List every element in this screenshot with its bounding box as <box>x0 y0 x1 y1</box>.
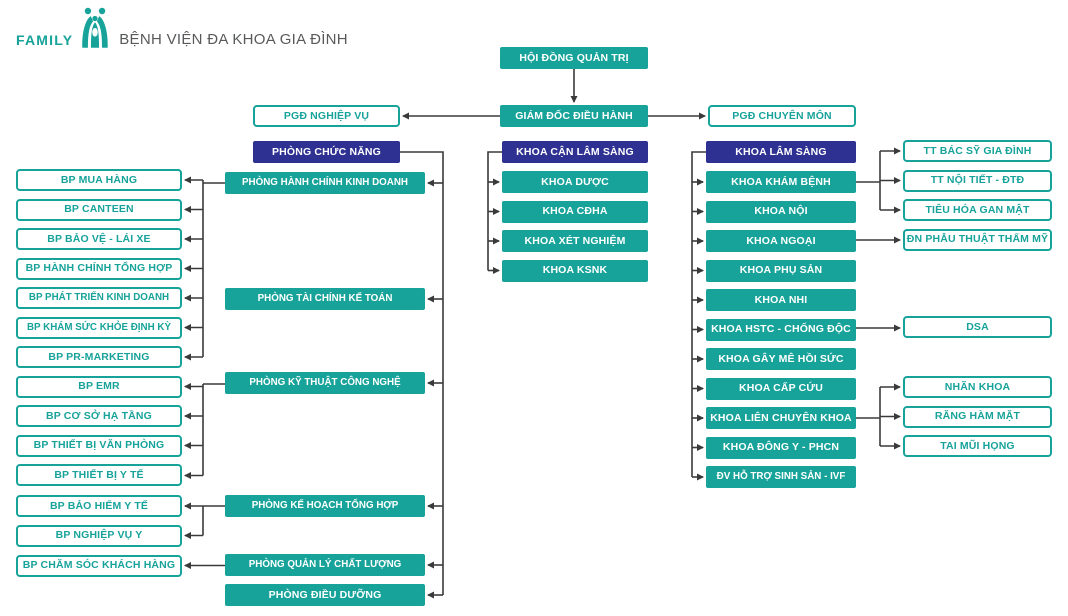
node-deputy-operations: PGĐ NGHIỆP VỤ <box>253 105 400 127</box>
family-people-icon <box>79 6 111 53</box>
connector <box>487 151 502 271</box>
node-paraclinical-1: KHOA CĐHA <box>502 200 648 223</box>
node-units-9: BP THIẾT BỊ VĂN PHÒNG <box>16 434 182 457</box>
node-centers-4: DSA <box>903 316 1052 338</box>
node-clinical-5: KHOA HSTC - CHỐNG ĐỘC <box>706 318 856 341</box>
node-clinical-10: ĐV HỖ TRỢ SINH SẢN - IVF <box>706 466 856 488</box>
node-paraclinical-header: KHOA CẬN LÂM SÀNG <box>502 141 648 163</box>
node-clinical-4: KHOA NHI <box>706 289 856 311</box>
node-centers-1: TT NỘI TIẾT - ĐTĐ <box>903 169 1052 192</box>
node-units-0: BP MUA HÀNG <box>16 169 182 191</box>
node-units-13: BP CHĂM SÓC KHÁCH HÀNG <box>16 554 182 577</box>
node-clinical-1: KHOA NỘI <box>706 200 856 223</box>
node-units-10: BP THIẾT BỊ Y TẾ <box>16 464 182 486</box>
node-clinical-8: KHOA LIÊN CHUYÊN KHOA <box>706 407 856 429</box>
node-paraclinical-2: KHOA XÉT NGHIỆM <box>502 230 648 252</box>
node-clinical-header: KHOA LÂM SÀNG <box>706 141 856 163</box>
node-paraclinical-0: KHOA DƯỢC <box>502 171 648 193</box>
node-deputy-professional: PGĐ CHUYÊN MÔN <box>708 105 856 127</box>
node-units-2: BP BẢO VỆ - LÁI XE <box>16 228 182 250</box>
node-clinical-6: KHOA GÂY MÊ HỒI SỨC <box>706 348 856 370</box>
connector <box>400 151 444 595</box>
node-departments-0: PHÒNG HÀNH CHÍNH KINH DOANH <box>225 172 425 194</box>
connector <box>691 151 706 477</box>
node-centers-7: TAI MŨI HỌNG <box>903 435 1052 457</box>
node-ceo: GIÁM ĐỐC ĐIỀU HÀNH <box>500 105 648 127</box>
hospital-logo: FAMILY BỆNH VIỆN ĐA KHOA GIA ĐÌNH <box>16 6 348 53</box>
node-units-12: BP NGHIỆP VỤ Y <box>16 524 182 547</box>
node-clinical-9: KHOA ĐÔNG Y - PHCN <box>706 436 856 459</box>
node-units-3: BP HÀNH CHÍNH TỔNG HỢP <box>16 257 182 280</box>
node-units-8: BP CƠ SỞ HẠ TẦNG <box>16 405 182 427</box>
node-departments-3: PHÒNG KẾ HOẠCH TỔNG HỢP <box>225 495 425 517</box>
node-centers-2: TIÊU HÓA GAN MẬT <box>903 199 1052 221</box>
node-centers-5: NHÃN KHOA <box>903 376 1052 398</box>
node-units-4: BP PHÁT TRIỂN KINH DOANH <box>16 287 182 309</box>
node-clinical-3: KHOA PHỤ SẢN <box>706 259 856 282</box>
node-departments-1: PHÒNG TÀI CHÍNH KẾ TOÁN <box>225 288 425 310</box>
node-units-6: BP PR-MARKETING <box>16 346 182 368</box>
node-units-1: BP CANTEEN <box>16 198 182 221</box>
node-clinical-0: KHOA KHÁM BỆNH <box>706 171 856 193</box>
brand-name: FAMILY <box>16 32 74 48</box>
node-functional-header: PHÒNG CHỨC NĂNG <box>253 141 400 163</box>
node-board: HỘI ĐỒNG QUẢN TRỊ <box>500 47 648 69</box>
hospital-name: BỆNH VIỆN ĐA KHOA GIA ĐÌNH <box>119 31 348 48</box>
node-departments-5: PHÒNG ĐIỀU DƯỠNG <box>225 584 425 606</box>
node-units-11: BP BẢO HIỂM Y TẾ <box>16 495 182 517</box>
node-units-7: BP EMR <box>16 375 182 398</box>
node-paraclinical-3: KHOA KSNK <box>502 259 648 282</box>
node-clinical-2: KHOA NGOẠI <box>706 230 856 252</box>
node-departments-2: PHÒNG KỸ THUẬT CÔNG NGHỆ <box>225 372 425 394</box>
node-centers-0: TT BÁC SỸ GIA ĐÌNH <box>903 140 1052 162</box>
node-centers-6: RĂNG HÀM MẶT <box>903 405 1052 428</box>
node-centers-3: ĐN PHẪU THUẬT THẨM MỸ <box>903 228 1052 251</box>
node-clinical-7: KHOA CẤP CỨU <box>706 377 856 400</box>
node-departments-4: PHÒNG QUẢN LÝ CHẤT LƯỢNG <box>225 554 425 576</box>
node-units-5: BP KHÁM SỨC KHỎE ĐỊNH KỲ <box>16 316 182 339</box>
